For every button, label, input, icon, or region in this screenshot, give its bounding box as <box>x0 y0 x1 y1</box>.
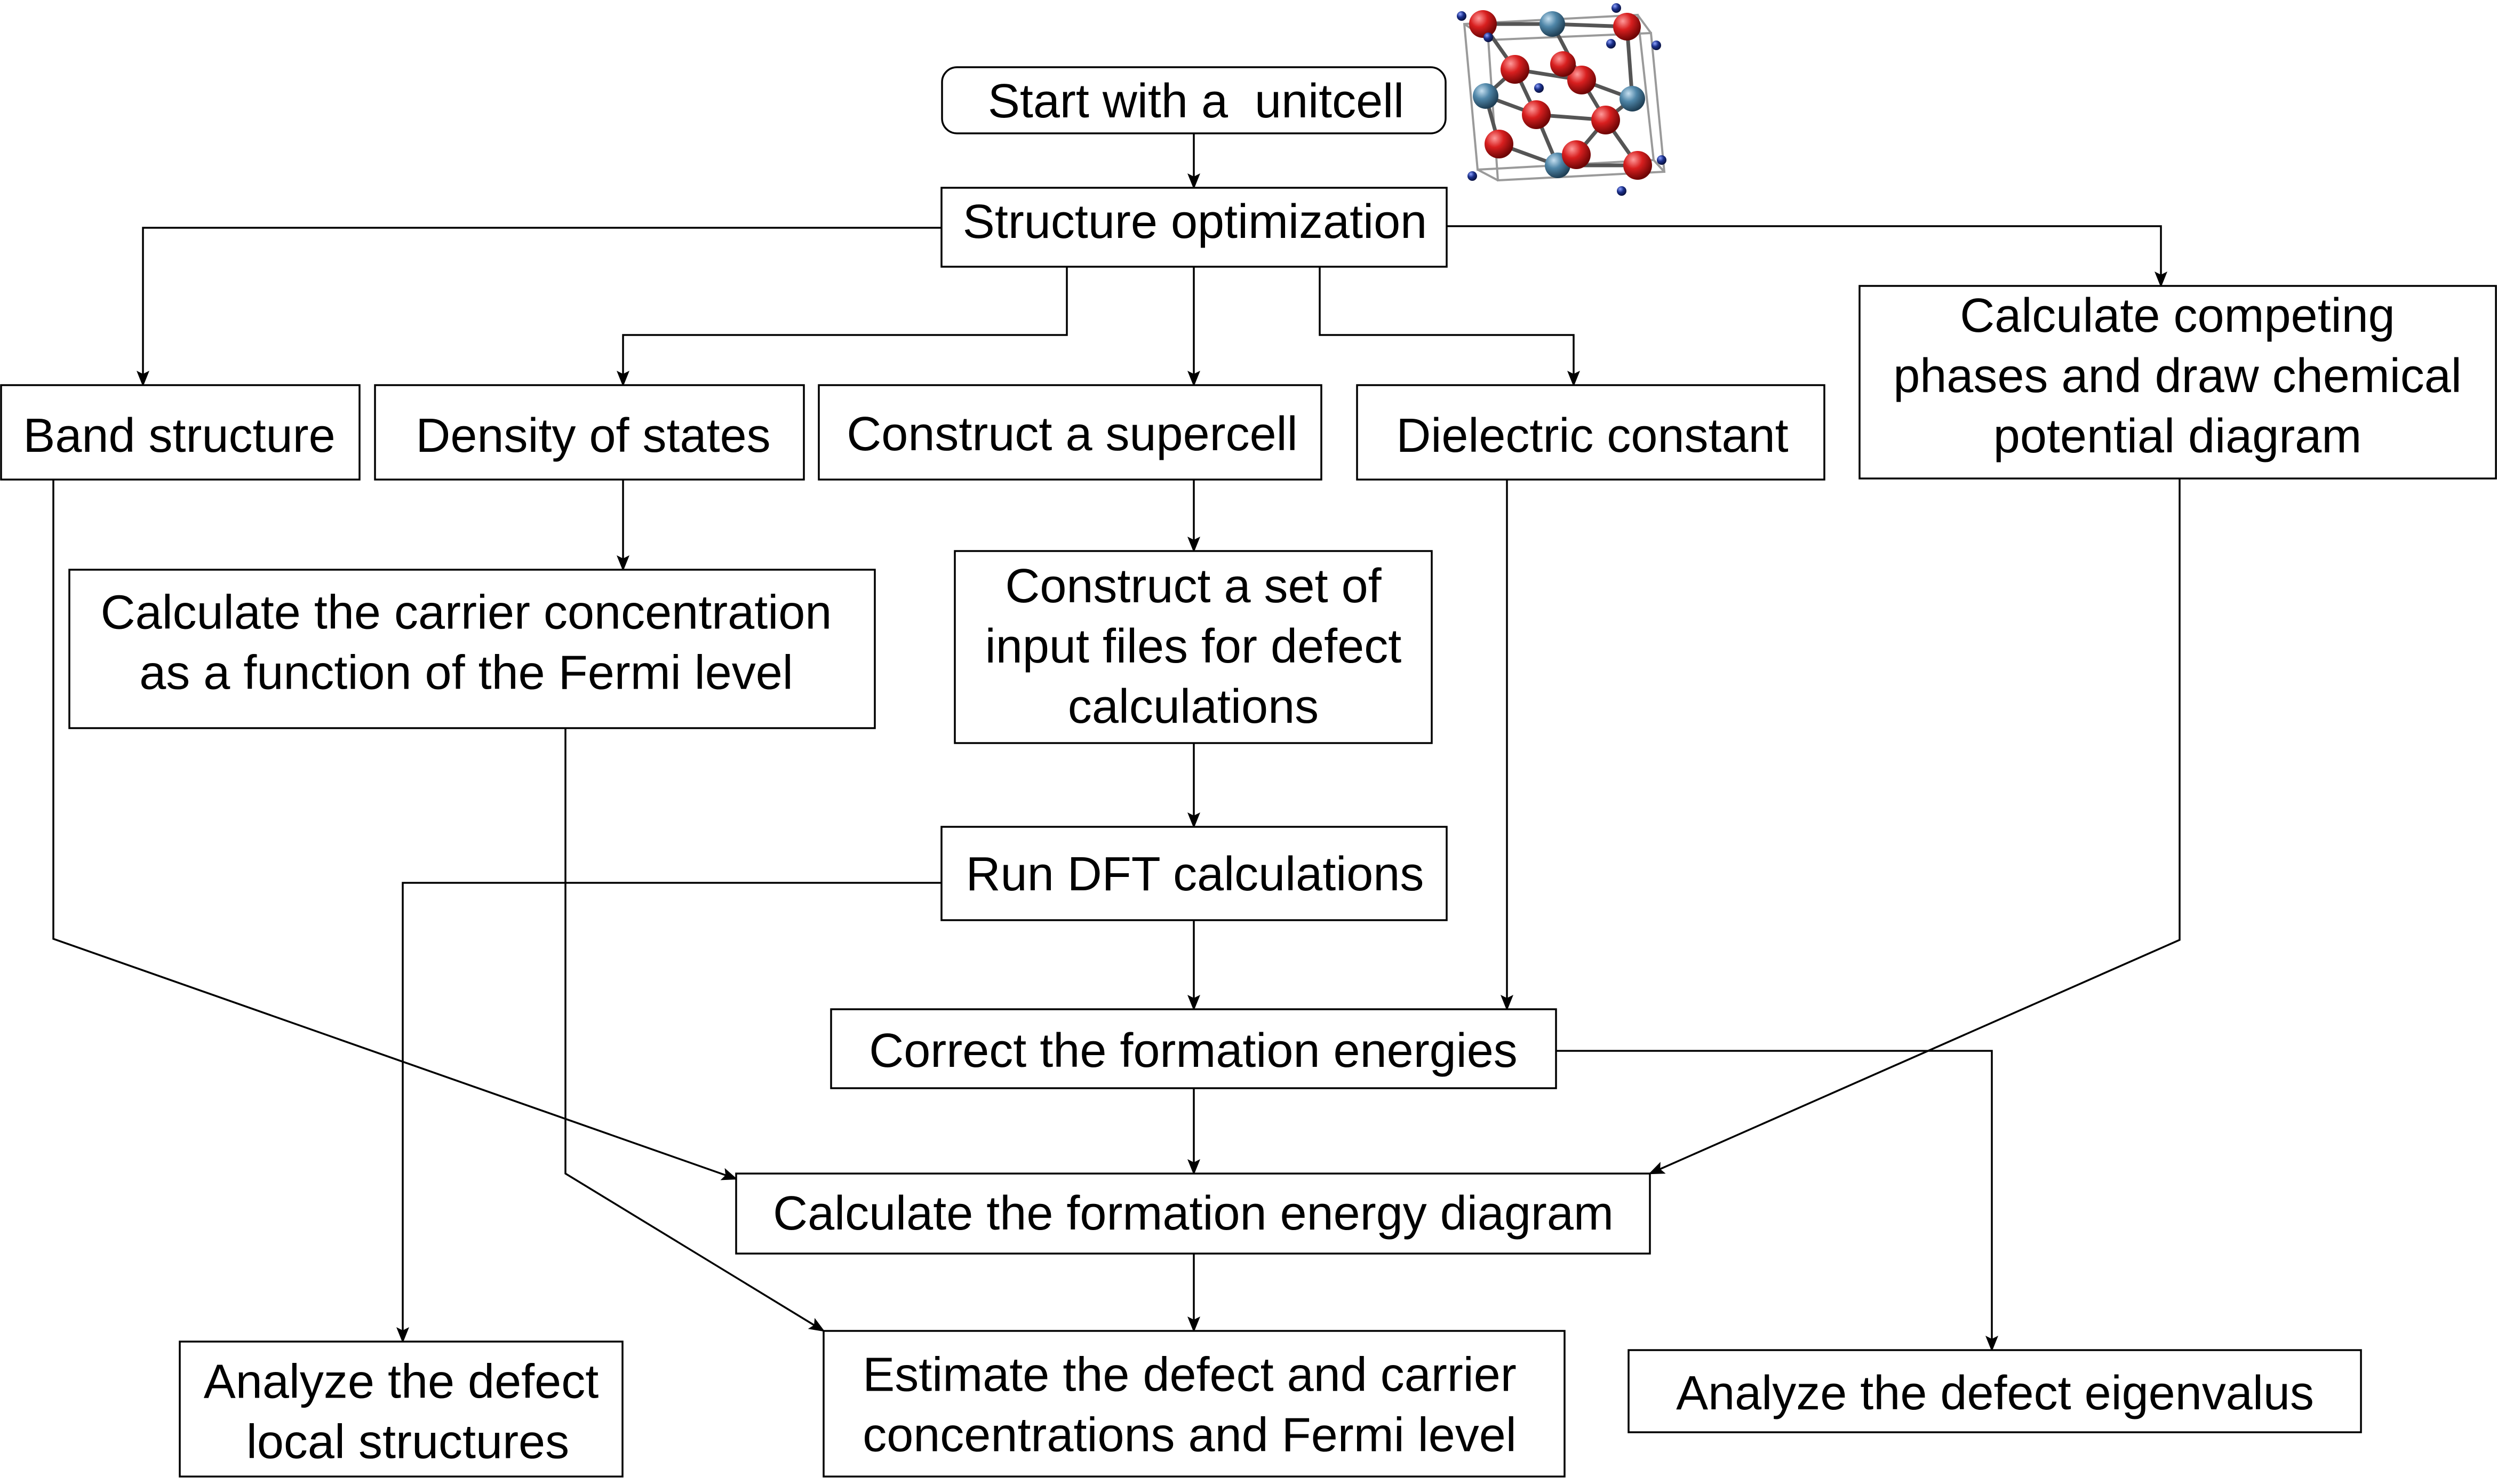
node-inputs: Construct a set of input files for defect… <box>954 550 1433 744</box>
edge-optimize-to-dielectric <box>1319 267 1580 387</box>
edge-dft-to-local <box>396 882 942 1343</box>
nodes: Start with a unitcell Structure optimiza… <box>0 66 2497 1478</box>
edge-carrier-to-estimate <box>564 728 825 1332</box>
node-start-text: Start with a unitcell <box>988 75 1404 128</box>
node-formation-line-1: Calculate the formation energy diagram <box>773 1187 1614 1240</box>
node-dielectric: Dielectric constant <box>1356 384 1825 481</box>
node-correct-line-1: Correct the formation energies <box>869 1024 1518 1078</box>
node-optimize: Structure optimization <box>940 187 1448 268</box>
node-inputs-line-2: input files for defect <box>985 620 1401 673</box>
node-formation-text: Calculate the formation energy diagram <box>773 1187 1614 1240</box>
node-carrier-line-1: Calculate the carrier concentration <box>101 586 832 640</box>
node-optimize-text: Structure optimization <box>963 195 1427 249</box>
node-dielectric-text: Dielectric constant <box>1396 409 1788 462</box>
node-competing-line-2: phases and draw chemical <box>1893 349 2462 403</box>
node-local: Analyze the defect local structures <box>179 1341 624 1478</box>
edge-band-to-formation <box>52 480 738 1180</box>
node-eigen: Analyze the defect eigenvalus <box>1628 1349 2362 1433</box>
node-supercell-line-1: Construct a supercell <box>847 408 1297 461</box>
node-dos: Density of states <box>374 384 805 481</box>
node-competing-line-1: Calculate competing <box>1960 289 2395 342</box>
edge-competing-to-formation <box>1648 478 2181 1175</box>
node-dft-text: Run DFT calculations <box>966 848 1424 901</box>
node-correct: Correct the formation energies <box>830 1008 1557 1089</box>
node-inputs-line-3: calculations <box>1068 680 1319 733</box>
node-optimize-line-1: Structure optimization <box>963 195 1427 249</box>
node-eigen-text: Analyze the defect eigenvalus <box>1676 1367 2314 1420</box>
node-formation: Calculate the formation energy diagram <box>735 1172 1651 1255</box>
node-competing-text: Calculate competing phases and draw chemi… <box>1893 289 2462 463</box>
edge-optimize-to-band <box>137 227 942 387</box>
node-competing-line-3: potential diagram <box>1993 410 2362 463</box>
edges <box>52 133 2181 1352</box>
node-competing: Calculate competing phases and draw chemi… <box>1858 285 2497 480</box>
edge-correct-to-eigen <box>1556 1050 1998 1352</box>
node-dos-text: Density of states <box>416 409 770 462</box>
node-supercell: Construct a supercell <box>818 384 1322 481</box>
node-start-line-1: Start with a unitcell <box>988 75 1404 128</box>
node-band: Band structure <box>0 384 361 481</box>
node-dielectric-line-1: Dielectric constant <box>1396 409 1788 462</box>
edge-optimize-to-competing <box>1447 225 2167 288</box>
node-dft-line-1: Run DFT calculations <box>966 848 1424 901</box>
node-correct-text: Correct the formation energies <box>869 1024 1518 1078</box>
node-estimate-text: Estimate the defect and carrier concentra… <box>863 1349 1517 1462</box>
node-band-line-1: Band structure <box>23 409 335 462</box>
node-carrier: Calculate the carrier concentration as a … <box>68 569 876 729</box>
crystal-structure-icon <box>1457 3 1666 196</box>
node-inputs-text: Construct a set of input files for defect… <box>985 560 1401 733</box>
node-carrier-text: Calculate the carrier concentration as a … <box>101 586 832 700</box>
node-estimate-line-1: Estimate the defect and carrier <box>863 1349 1517 1402</box>
node-carrier-line-2: as a function of the Fermi level <box>139 647 793 700</box>
node-supercell-text: Construct a supercell <box>847 408 1297 461</box>
node-dos-line-1: Density of states <box>416 409 770 462</box>
node-estimate-line-2: concentrations and Fermi level <box>863 1409 1517 1462</box>
node-inputs-line-1: Construct a set of <box>1005 560 1382 613</box>
node-local-text: Analyze the defect local structures <box>204 1355 599 1469</box>
node-dft: Run DFT calculations <box>940 826 1448 921</box>
node-eigen-line-1: Analyze the defect eigenvalus <box>1676 1367 2314 1420</box>
node-local-line-1: Analyze the defect <box>204 1355 599 1409</box>
node-estimate: Estimate the defect and carrier concentra… <box>823 1330 1566 1478</box>
node-start: Start with a unitcell <box>941 66 1447 134</box>
node-band-text: Band structure <box>23 409 335 462</box>
edge-optimize-to-dos <box>617 267 1068 387</box>
node-local-line-2: local structures <box>233 1416 569 1469</box>
